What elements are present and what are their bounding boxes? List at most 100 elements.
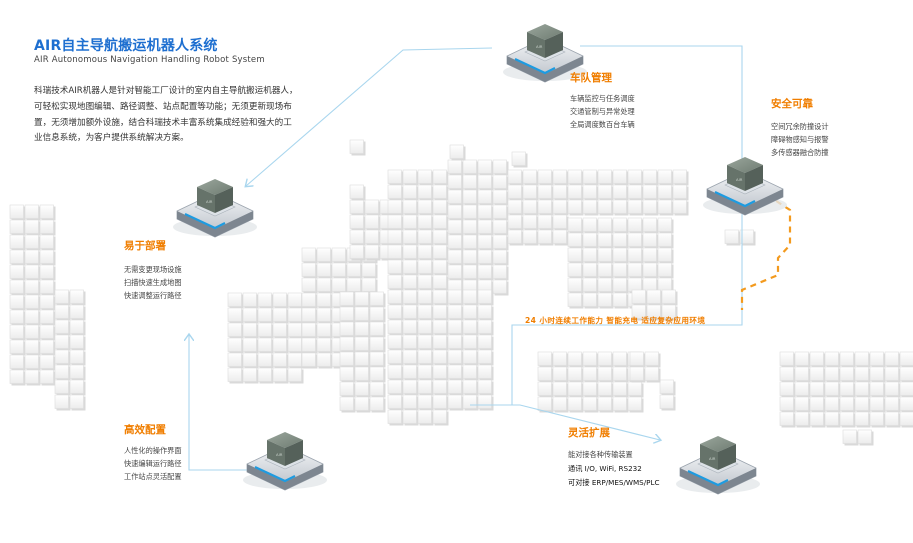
map-cube: [612, 184, 629, 201]
config-title: 高效配置: [124, 424, 166, 436]
config-line: 人性化的操作界面: [124, 446, 182, 455]
map-cube: [582, 277, 599, 294]
map-cube: [69, 304, 86, 321]
map-cube: [582, 366, 599, 383]
map-cube: [824, 351, 841, 368]
map-cube: [627, 381, 644, 398]
map-cube: [39, 324, 56, 341]
fleet-line: 交通管制与异常处理: [570, 107, 635, 116]
map-cube: [492, 174, 509, 191]
map-cube: [24, 204, 41, 221]
map-cube: [582, 351, 599, 368]
map-cube: [387, 409, 404, 426]
map-cube: [369, 351, 386, 368]
crate-label: AIR: [276, 452, 283, 457]
flow-arrow: [189, 335, 262, 471]
map-cube: [869, 411, 886, 428]
map-cube: [339, 351, 356, 368]
map-cube: [477, 319, 494, 336]
map-cube: [597, 262, 614, 279]
map-cube: [257, 367, 274, 384]
map-cube: [597, 199, 614, 216]
map-cube: [809, 381, 826, 398]
expand-title: 灵活扩展: [568, 427, 610, 439]
map-cube: [537, 184, 554, 201]
map-cube: [644, 351, 661, 368]
map-cube: [537, 199, 554, 216]
map-cube: [631, 289, 648, 306]
map-cube: [387, 319, 404, 336]
map-cube: [9, 279, 26, 296]
map-cube: [349, 199, 366, 216]
map-cube: [642, 232, 659, 249]
map-cube: [899, 366, 913, 383]
map-cube: [779, 411, 796, 428]
map-cube: [301, 337, 318, 354]
map-cube: [567, 217, 584, 234]
map-cube: [432, 244, 449, 261]
map-cube: [54, 349, 71, 366]
map-cube: [349, 244, 366, 261]
map-cube: [627, 396, 644, 413]
map-cube: [739, 229, 756, 246]
expand-line: 能对接各种传输装置: [568, 450, 633, 459]
map-cube: [387, 259, 404, 276]
map-cube: [227, 292, 244, 309]
map-cube: [354, 396, 371, 413]
map-cube: [492, 234, 509, 251]
map-cube: [54, 304, 71, 321]
map-cube: [612, 292, 629, 309]
map-cube: [369, 306, 386, 323]
amr-robot-icon: AIR: [243, 432, 327, 491]
crate-label: AIR: [536, 44, 543, 49]
map-cube: [447, 349, 464, 366]
map-cube: [432, 304, 449, 321]
safety-line: 多传感器融合防撞: [771, 148, 829, 157]
map-cube: [537, 351, 554, 368]
map-cube: [54, 364, 71, 381]
map-cube: [9, 309, 26, 326]
map-cube: [537, 214, 554, 231]
map-cube: [522, 199, 539, 216]
map-cube: [854, 366, 871, 383]
map-cube: [492, 279, 509, 296]
map-cube: [69, 319, 86, 336]
map-cube: [567, 381, 584, 398]
map-cube: [24, 279, 41, 296]
map-cube: [642, 199, 659, 216]
map-cube: [627, 217, 644, 234]
map-cube: [9, 339, 26, 356]
map-cube: [659, 394, 676, 411]
map-cube: [597, 232, 614, 249]
map-cube: [417, 334, 434, 351]
map-cube: [316, 307, 333, 324]
map-cube: [672, 199, 689, 216]
map-cube: [417, 169, 434, 186]
map-cube: [567, 351, 584, 368]
map-cube: [899, 351, 913, 368]
map-cube: [369, 396, 386, 413]
flow-arrow: [246, 47, 493, 186]
map-cube: [24, 354, 41, 371]
map-cube: [447, 334, 464, 351]
map-cube: [417, 394, 434, 411]
map-cube: [316, 322, 333, 339]
map-cube: [477, 234, 494, 251]
map-cube: [477, 364, 494, 381]
map-cube: [567, 366, 584, 383]
map-cube: [582, 184, 599, 201]
expand-line: 通讯 I/O, WiFi, RS232: [568, 464, 642, 473]
map-cube: [387, 289, 404, 306]
map-cube: [242, 367, 259, 384]
map-cube: [301, 277, 318, 294]
map-cube: [69, 364, 86, 381]
map-cube: [364, 229, 381, 246]
map-cube: [402, 229, 419, 246]
map-cube: [612, 366, 629, 383]
map-cube: [257, 322, 274, 339]
map-cube: [387, 199, 404, 216]
map-cube: [9, 219, 26, 236]
map-cube: [522, 169, 539, 186]
map-cube: [869, 396, 886, 413]
